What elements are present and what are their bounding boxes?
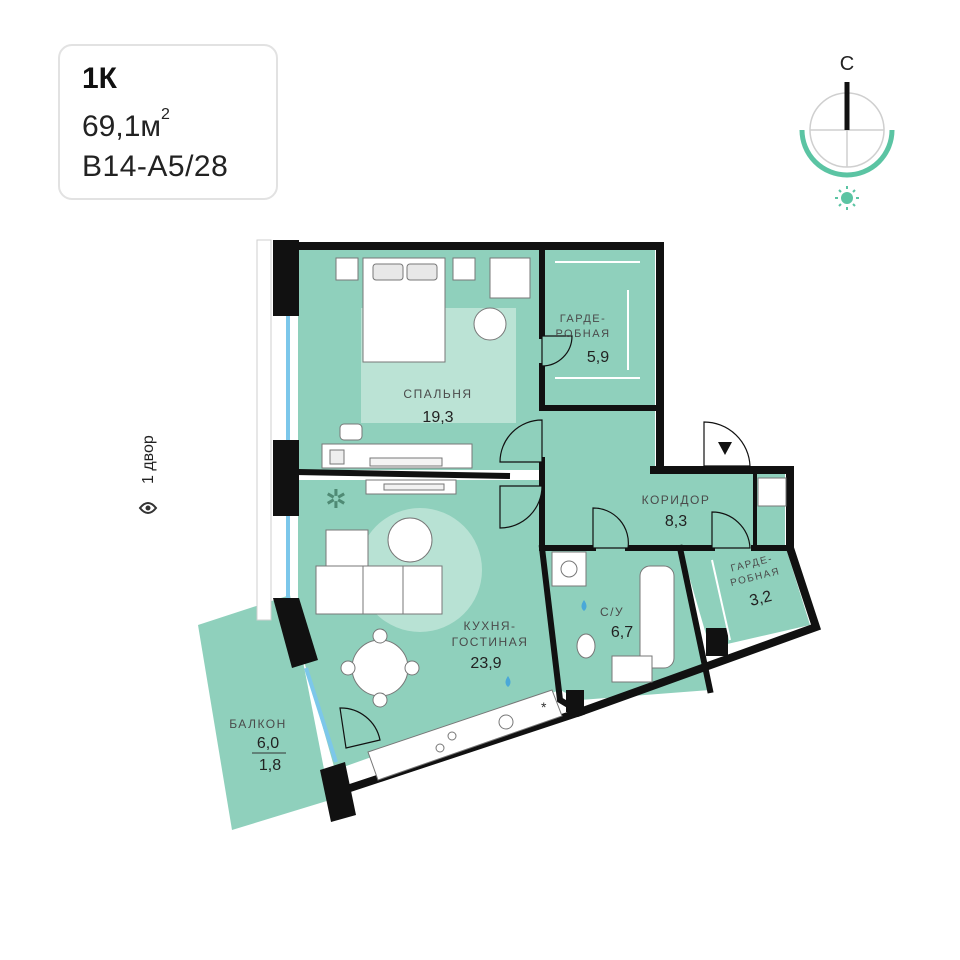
bedroom-tv <box>369 457 443 467</box>
door-balcony <box>339 707 381 749</box>
wall-bed-kitchen <box>294 468 511 480</box>
wardrobe1-area: 5,9 <box>587 349 609 366</box>
compass: С <box>799 53 895 210</box>
window-balcony <box>304 667 338 763</box>
dining-chair-2 <box>372 692 388 708</box>
wardrobe1-name-1: ГАРДЕ- <box>560 313 607 325</box>
kitchen-name-2: ГОСТИНАЯ <box>452 635 529 649</box>
balcony-area-1: 6,0 <box>257 735 279 752</box>
kitchen-sink <box>498 714 514 730</box>
column-top-left <box>273 240 299 316</box>
bed-pillow-right <box>406 263 438 281</box>
cooktop-burner-2 <box>447 731 457 741</box>
wardrobe2-area: 3,2 <box>748 588 774 610</box>
dining-table <box>351 639 409 697</box>
plant-icon: ✲ <box>325 484 347 514</box>
electrical-panel <box>757 477 787 507</box>
view-label: 1 двор <box>140 435 157 484</box>
bedroom-name: СПАЛЬНЯ <box>403 387 472 401</box>
balcony-name: БАЛКОН <box>229 717 287 731</box>
water-drop-icon-kitchen <box>505 676 511 687</box>
kitchen-counter <box>367 689 563 781</box>
toilet <box>576 633 596 659</box>
living-armchair <box>325 529 369 571</box>
furniture: ✲ * <box>315 257 787 781</box>
bathtub <box>639 565 675 669</box>
door-wardrobe2 <box>711 511 751 549</box>
dining-chair-4 <box>404 660 420 676</box>
apartment-area-unit-sup: 2 <box>161 106 170 123</box>
column-bottom-left <box>320 762 356 822</box>
sun-icon <box>835 186 859 210</box>
door-bathroom <box>592 507 629 549</box>
window-frame-left <box>256 239 272 621</box>
corridor-name: КОРИДОР <box>642 493 711 507</box>
windows <box>256 239 338 763</box>
column-wardrobe2 <box>706 628 728 656</box>
corridor-area: 8,3 <box>665 513 687 530</box>
apartment-code: В14-А5/28 <box>82 150 229 183</box>
water-drop-icon-bath <box>581 600 587 611</box>
armchair <box>489 257 531 299</box>
dining-chair-1 <box>372 628 388 644</box>
desk-chair <box>339 423 363 441</box>
wardrobe1-name-2: РОБНАЯ <box>555 328 610 340</box>
shelf-4 <box>711 559 731 641</box>
bedroom-side-table <box>473 307 507 341</box>
entrance-arrow-icon <box>718 442 732 455</box>
apartment-area-value: 69,1м <box>82 110 162 143</box>
apartment-info-card: 1К 69,1м2 В14-А5/28 <box>58 44 278 200</box>
cooktop-burner-1 <box>435 743 445 753</box>
wall-top <box>288 242 664 474</box>
compass-north-label: С <box>840 53 854 75</box>
bathroom-name: С/У <box>600 605 624 619</box>
nightstand-right <box>452 257 476 281</box>
dining-chair-3 <box>340 660 356 676</box>
compass-sun-arc <box>799 129 895 178</box>
wardrobe2-floor <box>680 545 810 648</box>
bed-pillow-left <box>372 263 404 281</box>
wall-wardrobe-bottom <box>539 363 663 411</box>
coffee-table <box>387 517 433 563</box>
apartment-area: 69,1м2 <box>82 106 170 144</box>
wardrobe-shelves <box>555 261 731 641</box>
column-mid-left <box>273 440 299 516</box>
door-kitchen <box>499 485 543 529</box>
bathroom-sink <box>611 655 653 683</box>
bedroom-area: 19,3 <box>422 409 453 426</box>
wall-bath-wardrobe <box>676 544 714 694</box>
desk-laptop-icon <box>329 449 345 465</box>
sofa <box>315 565 443 615</box>
living-tv <box>383 483 445 491</box>
vent-shaft <box>551 551 587 587</box>
nightstand-left <box>335 257 359 281</box>
door-wardrobe1 <box>541 335 573 367</box>
column-kitchen <box>566 690 584 712</box>
kitchen-area: 23,9 <box>470 655 501 672</box>
bathroom-area: 6,7 <box>611 624 633 641</box>
wall-columns <box>273 240 728 822</box>
vent-fan-icon <box>560 560 578 578</box>
fridge-icon: * <box>541 699 547 715</box>
kitchen-name-1: КУХНЯ- <box>463 619 516 633</box>
column-lower-left <box>273 598 318 668</box>
apartment-type: 1К <box>82 62 117 95</box>
balcony-area-2: 1,8 <box>259 757 281 774</box>
door-bedroom <box>499 419 543 463</box>
view-marker: 1 двор <box>138 435 158 514</box>
eye-icon <box>138 502 158 514</box>
